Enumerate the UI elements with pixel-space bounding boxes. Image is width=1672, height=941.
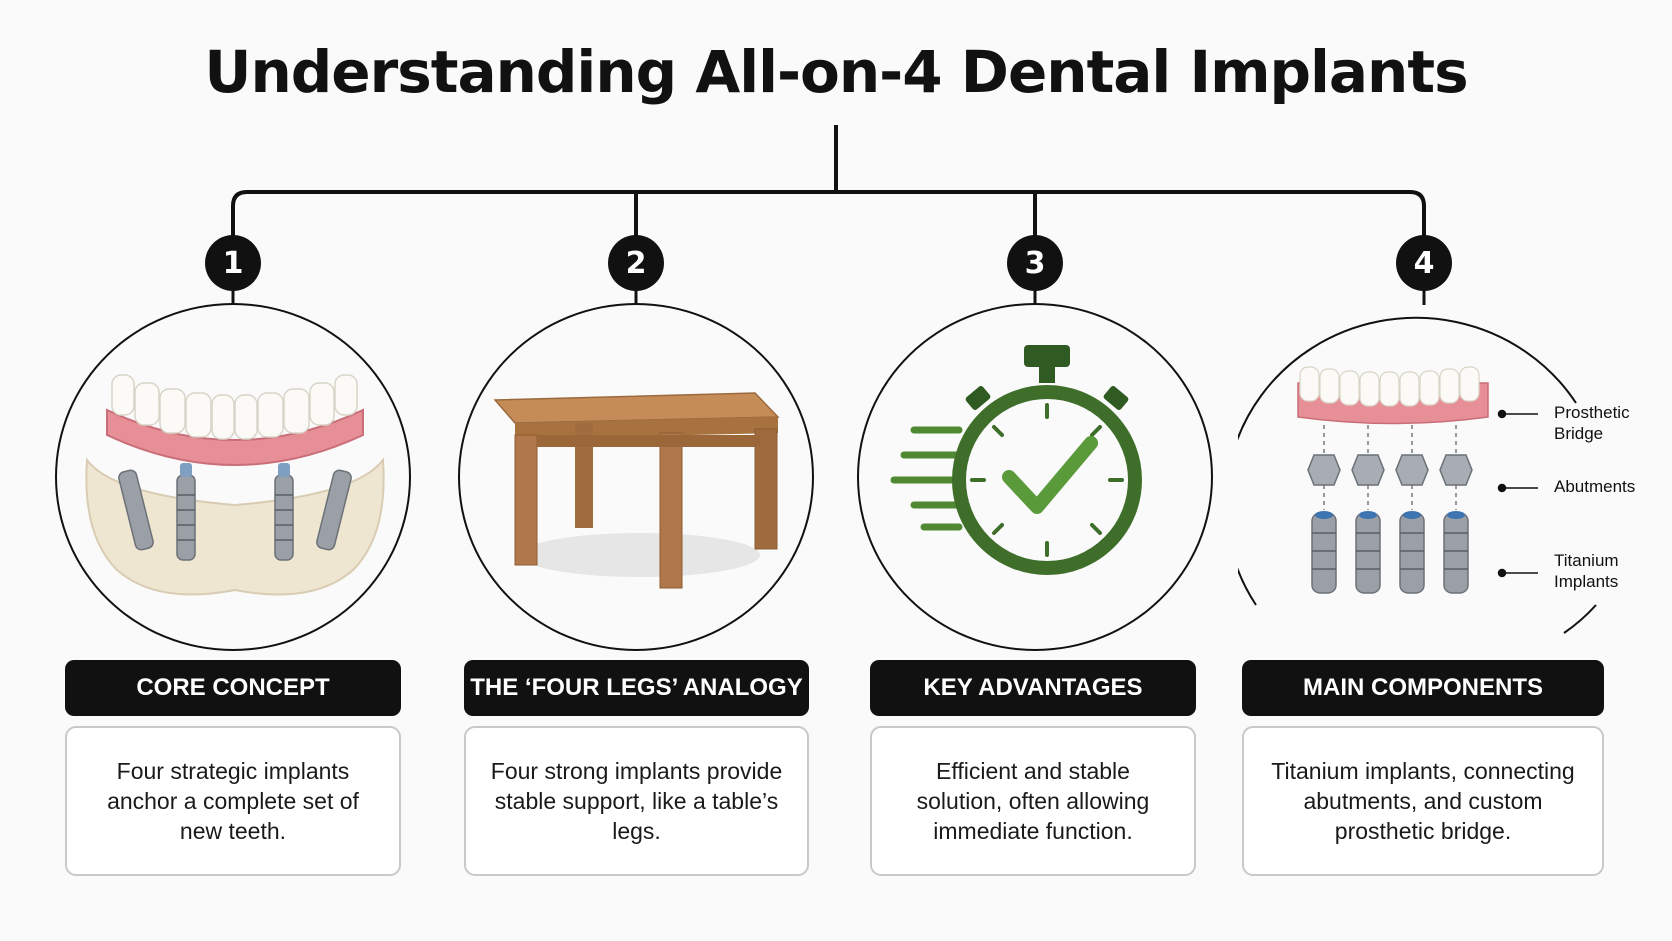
key-advantages-heading: KEY ADVANTAGES <box>870 660 1196 716</box>
main-components-description: Titanium implants, connecting abutments,… <box>1242 726 1604 876</box>
step-4-badge: 4 <box>1396 235 1452 291</box>
step-1-badge: 1 <box>205 235 261 291</box>
dental-arch-implants-icon <box>85 374 385 596</box>
four-legs-heading: THE ‘FOUR LEGS’ ANALOGY <box>464 660 809 716</box>
main-components-illustration <box>1236 303 1612 651</box>
prosthetic-bridge-label: Prosthetic Bridge <box>1554 403 1630 443</box>
implant-components-icon <box>1238 316 1597 634</box>
step-3-badge: 3 <box>1007 235 1063 291</box>
four-legs-description: Four strong implants provide stable supp… <box>464 726 809 876</box>
wooden-table-icon <box>493 392 780 589</box>
key-advantages-description: Efficient and stable solution, often all… <box>870 726 1196 876</box>
core-concept-description: Four strategic implants anchor a complet… <box>65 726 401 876</box>
titanium-implants-label: Titanium Implants <box>1554 551 1619 591</box>
page-title: Understanding All-on-4 Dental Implants <box>204 38 1468 106</box>
main-components-heading: MAIN COMPONENTS <box>1242 660 1604 716</box>
step-2-badge: 2 <box>608 235 664 291</box>
core-concept-heading: CORE CONCEPT <box>65 660 401 716</box>
abutments-label: Abutments <box>1554 477 1636 496</box>
stopwatch-check-icon <box>890 345 1142 575</box>
key-advantages-illustration <box>857 303 1213 651</box>
four-legs-illustration <box>458 303 814 651</box>
core-concept-illustration <box>55 303 411 651</box>
